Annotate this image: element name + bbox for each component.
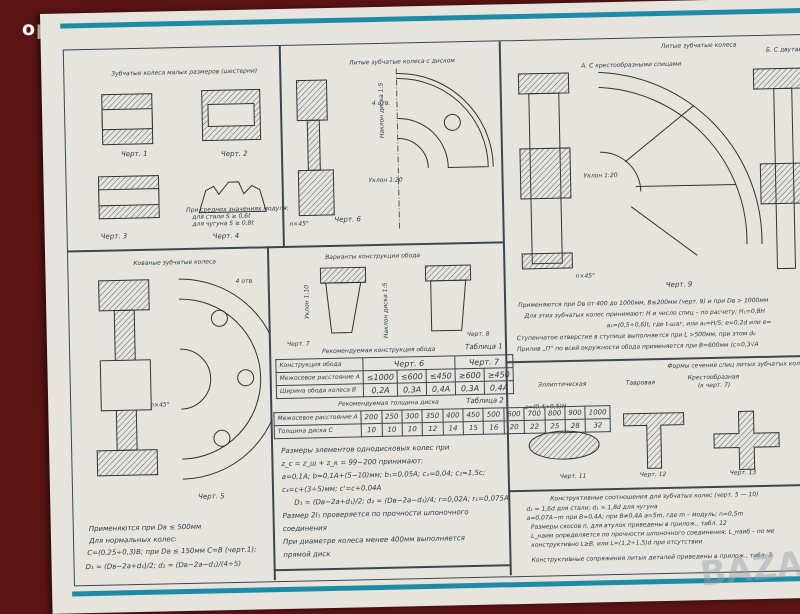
cell: 250: [381, 410, 403, 424]
poster-sheet: Зубчатые колеса малых размеров (шестерни…: [40, 0, 800, 614]
text-line: прямой диск: [283, 550, 331, 560]
fig-label: Черт. 5: [198, 492, 225, 501]
cell: 10: [381, 423, 403, 437]
fig-label: Черт. 1: [120, 149, 148, 159]
small-gears-drawing: [97, 88, 267, 220]
note: для чугуна S ≥ 0,8t: [192, 219, 254, 228]
cast-gear-drawing: [517, 67, 800, 270]
cell: 450: [462, 408, 484, 422]
annotation: Уклон 1:20: [368, 176, 403, 185]
fig-label: Черт. 3: [100, 232, 128, 241]
row-header: Ширина обода колеса B: [276, 383, 364, 399]
cell: 0,4A: [484, 380, 514, 395]
fig-label: Черт. 4: [212, 231, 240, 241]
annotation: Уклон 1:10: [303, 284, 311, 320]
disc-gear-drawing: [295, 68, 494, 229]
cell: 500: [483, 407, 504, 422]
annotation: Наклон диска 1:5: [377, 82, 386, 139]
annotation: n×45°: [289, 220, 309, 228]
fig-label: Черт. 11: [559, 472, 587, 481]
cell: 200: [361, 410, 382, 424]
cell: 12: [422, 422, 444, 436]
cell: 15: [463, 421, 484, 435]
cell: 14: [442, 421, 464, 436]
cell: 0,3A: [397, 382, 427, 397]
cell: ≥450: [484, 367, 514, 382]
cell: 10: [361, 423, 382, 437]
label: Тавровая: [625, 379, 656, 387]
cell: 0,3A: [455, 381, 485, 395]
annotation: Наклон диска 1:5: [381, 282, 391, 339]
text-line: соединения: [282, 524, 327, 534]
fig-label: Черт. 7: [286, 340, 310, 348]
spoke-sections-drawing: [528, 410, 780, 470]
fig-label: Черт. 13: [729, 469, 757, 477]
cell: 16: [483, 420, 505, 435]
cell: ≤450: [426, 368, 456, 383]
cell: 400: [442, 408, 464, 423]
fig-label: Черт. 12: [639, 470, 667, 479]
label: (к черт. 7): [697, 381, 731, 390]
annotation: n×45°: [150, 401, 170, 409]
subsection-title: Б. С двутавровыми: [765, 45, 800, 54]
table-label: Таблица 2: [466, 396, 504, 406]
label: Крестообразная: [687, 373, 740, 382]
fig-label: Черт. 9: [665, 280, 693, 289]
annotation: Уклон 1:20: [583, 171, 618, 180]
cell: ≤1000: [363, 370, 398, 384]
fig-label: Черт. 6: [334, 215, 361, 224]
cell: 300: [401, 409, 423, 424]
table-label: Таблица 1: [464, 342, 503, 352]
cell: ≤600: [397, 369, 427, 384]
cell: 10: [402, 422, 423, 437]
fig-label: Черт. 2: [220, 149, 248, 159]
forged-gear-drawing: [96, 278, 273, 480]
row-header: Толщина диска C: [274, 423, 362, 439]
cell: 0,2A: [363, 383, 398, 397]
annotation: n×45°: [575, 272, 596, 280]
cell: 350: [422, 409, 443, 423]
rim-variants-drawing: [319, 264, 472, 334]
cell: 0,4A: [426, 381, 456, 396]
top-border-stripe: [60, 7, 800, 29]
cell: Черт. 7: [454, 354, 514, 369]
cell: ≥600: [455, 368, 485, 382]
annotation: 4 отв.: [235, 277, 255, 285]
label: Эллиптическая: [537, 380, 587, 389]
fig-label: Черт. 8: [466, 330, 490, 339]
